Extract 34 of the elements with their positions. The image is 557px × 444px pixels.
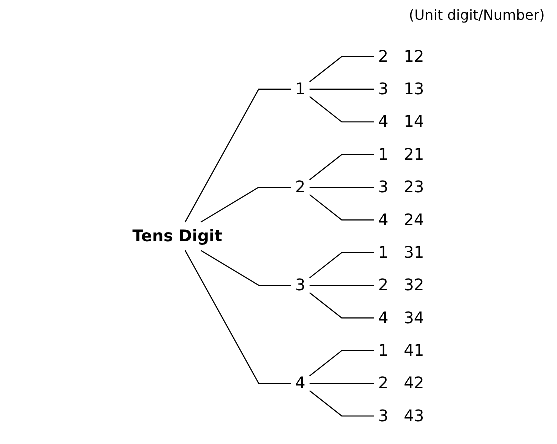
column-heading: (Unit digit/Number) — [409, 8, 545, 24]
node-text: 4 — [295, 374, 306, 393]
connector — [200, 186, 292, 223]
node-text: 4 34 — [378, 308, 424, 328]
node-text: 2 12 — [378, 46, 424, 66]
connector — [200, 250, 292, 286]
connector — [310, 194, 374, 221]
connector — [310, 96, 374, 123]
node-text: 2 — [295, 178, 306, 197]
connector — [310, 154, 374, 180]
node-text: 1 — [295, 80, 306, 99]
node-text: 4 24 — [378, 210, 424, 230]
connector — [310, 56, 374, 82]
node-text: 3 23 — [378, 178, 424, 197]
node-text: 1 21 — [378, 144, 424, 164]
connector — [310, 284, 374, 286]
node-text: 3 13 — [378, 80, 424, 99]
connector — [310, 252, 374, 279]
node-text: 4 14 — [378, 112, 424, 132]
connector — [184, 88, 292, 223]
node-text: 3 — [295, 276, 306, 295]
node-text: 2 32 — [378, 276, 424, 295]
node-text: 1 31 — [378, 242, 424, 262]
connector — [184, 250, 292, 384]
node-text: Tens Digit — [132, 226, 222, 246]
node-text: 2 42 — [378, 374, 424, 393]
connector — [310, 88, 374, 90]
node-text: 3 43 — [378, 406, 424, 426]
connector — [310, 186, 374, 188]
connector — [310, 350, 374, 377]
connector — [310, 390, 374, 417]
connector — [310, 383, 374, 384]
connector — [310, 292, 374, 319]
node-text: 1 41 — [378, 340, 424, 360]
